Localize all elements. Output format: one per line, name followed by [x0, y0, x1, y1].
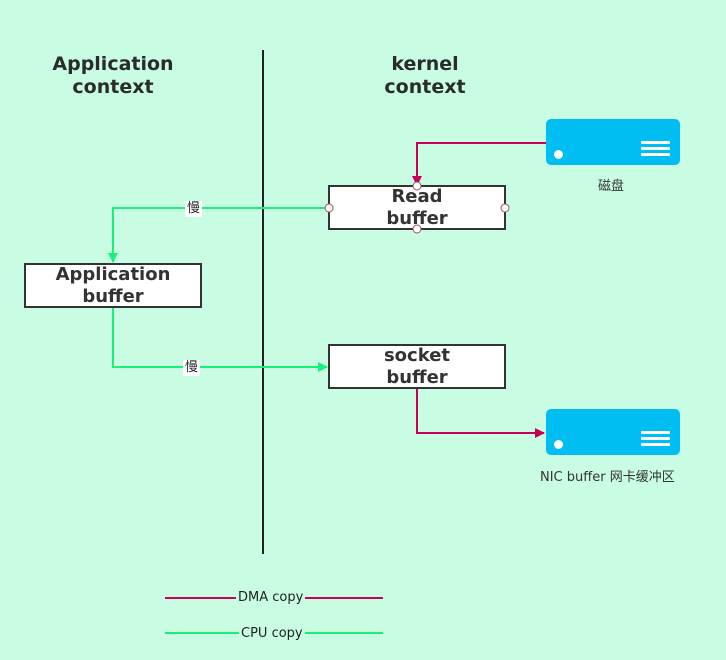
read-to-app-edge-label: 慢 [185, 201, 203, 217]
server-vent-icon [641, 147, 670, 150]
socket-buffer-label-line1: socket [383, 344, 451, 366]
server-vent-icon [641, 443, 670, 446]
socket-buffer-label-line2: buffer [386, 366, 448, 388]
server-led-icon [554, 150, 563, 159]
socket-buffer-box[interactable]: socket buffer [328, 344, 506, 389]
server-led-icon [554, 440, 563, 449]
nic-label: NIC buffer 网卡缓冲区 [540, 470, 675, 485]
dma-arrow-socket-to-nic [416, 389, 545, 438]
disk-label: 磁盘 [598, 179, 625, 194]
read-buffer-label-line1: Read [391, 185, 443, 207]
application-buffer-label-line2: buffer [82, 285, 144, 307]
server-vent-icon [641, 431, 670, 434]
server-vent-icon [641, 153, 670, 156]
kernel-context-heading-line1: kernel [391, 53, 459, 75]
application-buffer-box[interactable]: Application buffer [24, 263, 202, 308]
kernel-context-heading-line2: context [384, 76, 466, 98]
legend-dma-label: DMA copy [236, 590, 306, 606]
application-context-heading-line2: context [72, 76, 154, 98]
server-vent-icon [641, 437, 670, 440]
server-vent-icon [641, 141, 670, 144]
app-to-socket-edge-label: 慢 [183, 360, 201, 376]
nic-server-icon[interactable] [546, 409, 680, 455]
application-context-heading: Application context [38, 53, 188, 99]
disk-server-icon[interactable] [546, 119, 680, 165]
dma-arrow-disk-to-read-buffer [412, 142, 546, 186]
cpu-arrow-app-to-socket-buffer [112, 308, 328, 372]
application-context-heading-line1: Application [52, 53, 174, 75]
kernel-context-heading: kernel context [350, 53, 500, 99]
application-buffer-label-line1: Application [55, 263, 171, 285]
cpu-arrow-read-to-app-buffer [108, 207, 329, 263]
read-buffer-box[interactable]: Read buffer [328, 185, 506, 230]
legend-cpu-label: CPU copy [239, 626, 305, 642]
read-buffer-label-line2: buffer [386, 207, 448, 229]
